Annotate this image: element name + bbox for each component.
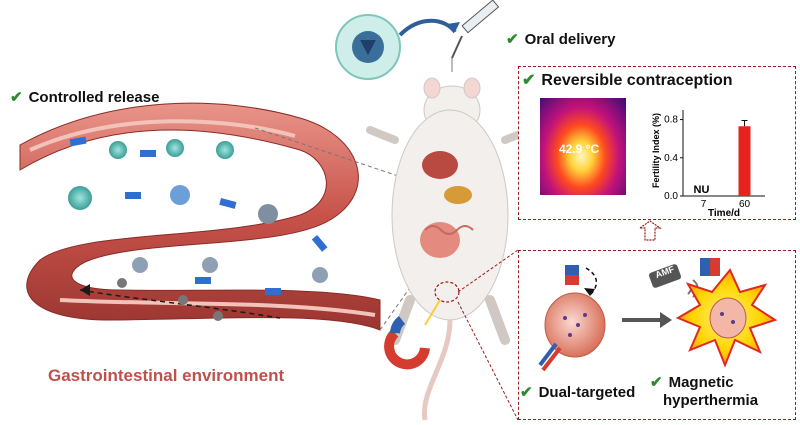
x-tick-label: 7 — [701, 199, 707, 210]
intestine — [19, 102, 381, 331]
dual-targeted-label: ✔Dual-targeted — [520, 384, 636, 401]
y-tick-label: 0.8 — [664, 115, 678, 126]
check-icon: ✔ — [522, 72, 536, 89]
y-axis-label: Fertility Index (%) — [651, 113, 661, 188]
thermal-temp-label: 42.9 °C — [559, 142, 600, 156]
y-tick-label: 0.0 — [664, 191, 678, 202]
x-tick-label: 60 — [739, 199, 751, 210]
reversible-contraception-label: ✔Reversible contraception — [522, 72, 733, 89]
syringe — [451, 0, 500, 72]
thermal-image — [540, 98, 626, 195]
oral-delivery-label: ✔Oral delivery — [506, 31, 616, 48]
ovary-icon — [544, 292, 606, 358]
bar — [738, 126, 751, 196]
magnetic-hyperthermia-label: ✔Magnetic hyperthermia — [650, 374, 759, 409]
check-icon: ✔ — [650, 374, 663, 391]
check-icon: ✔ — [506, 31, 519, 48]
check-icon: ✔ — [10, 89, 23, 106]
y-tick-label: 0.4 — [664, 153, 678, 164]
controlled-release-label: ✔Controlled release — [10, 89, 160, 106]
nanoparticle-sphere — [335, 14, 401, 80]
check-icon: ✔ — [520, 384, 533, 401]
magnet-icon — [384, 299, 441, 370]
rat — [366, 77, 534, 421]
bar-value-label: NU — [694, 184, 710, 196]
gastrointestinal-label: Gastrointestinal environment — [48, 366, 285, 385]
x-axis-label: Time/d — [708, 208, 740, 219]
